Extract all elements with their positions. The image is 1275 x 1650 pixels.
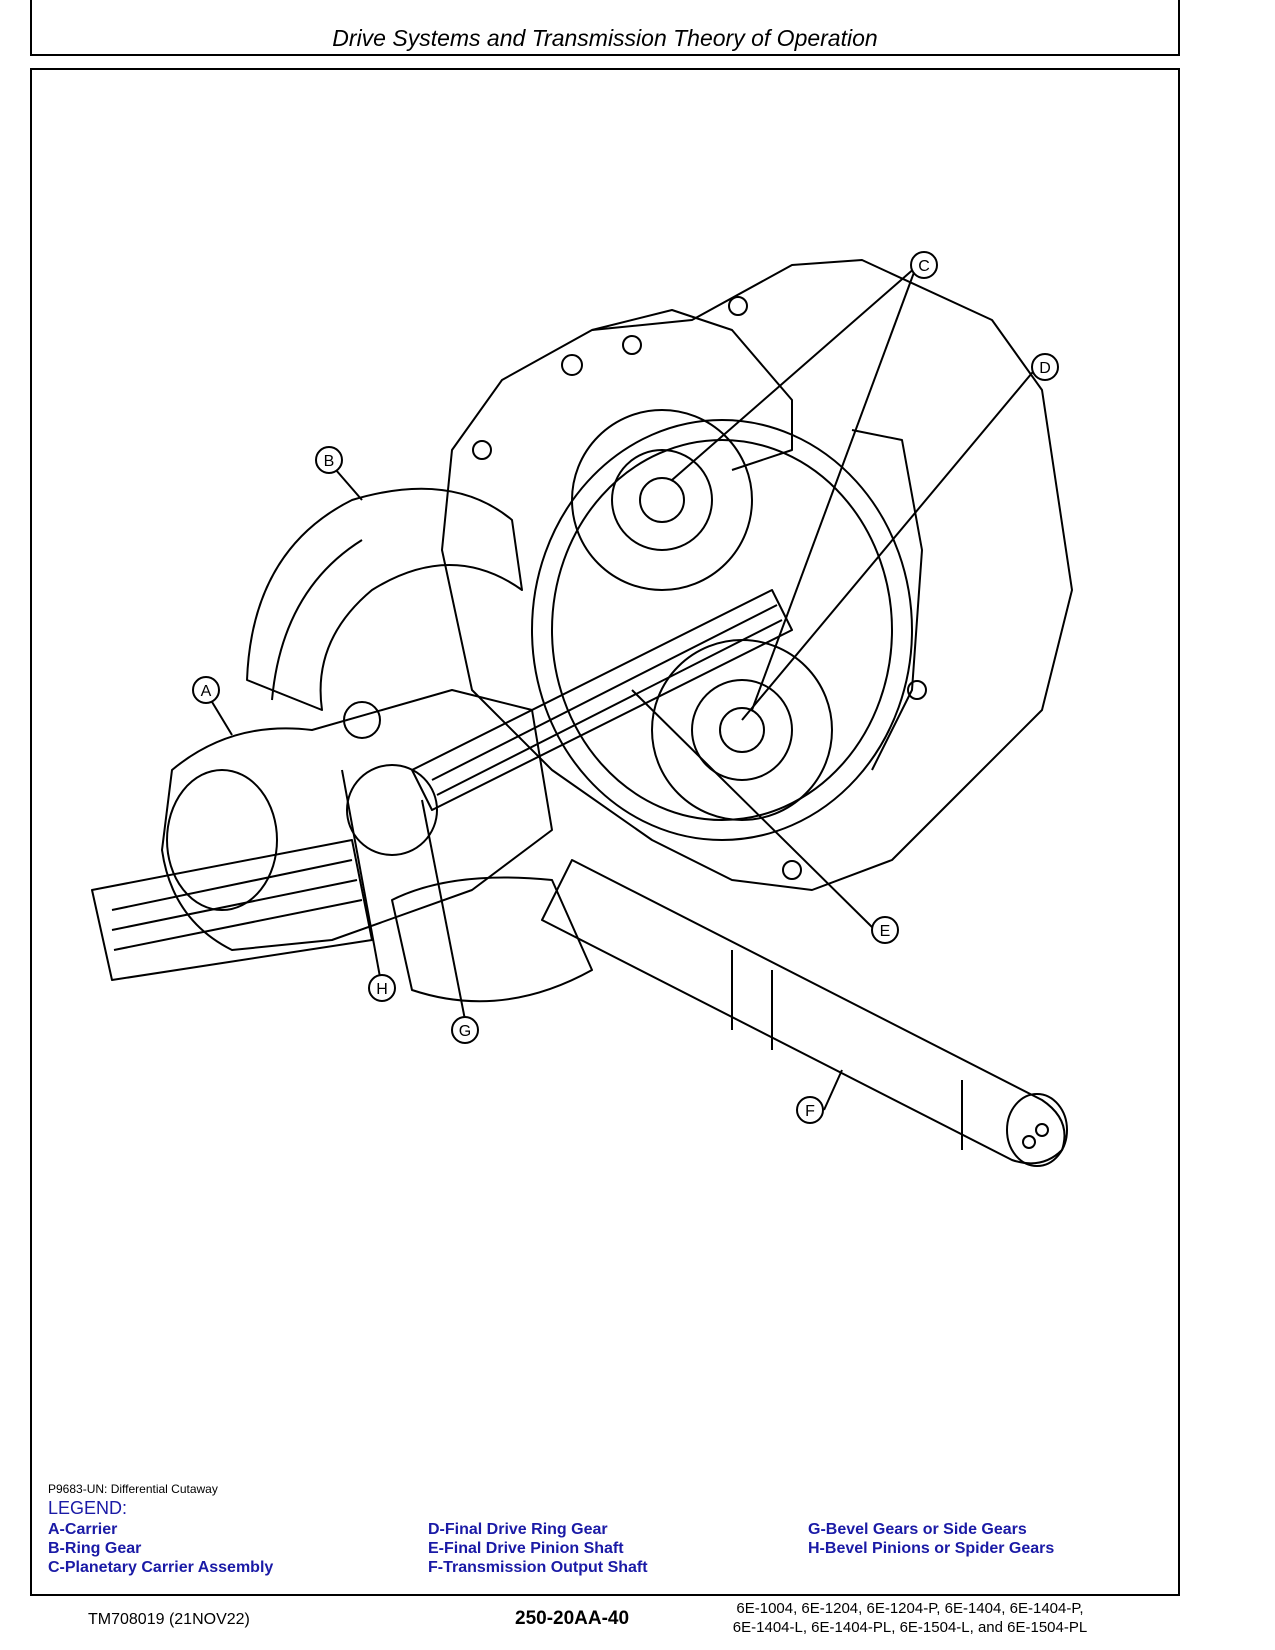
legend-item: B-Ring Gear	[48, 1540, 142, 1557]
splined-shaft	[411, 589, 793, 811]
planet-gear-upper	[571, 409, 753, 591]
svg-text:B: B	[324, 453, 335, 470]
transmission-housing	[441, 259, 1073, 891]
page-header: Drive Systems and Transmission Theory of…	[30, 0, 1180, 56]
callout-b: B	[315, 446, 343, 474]
svg-text:C: C	[918, 258, 930, 275]
legend-column-1: A-Carrier B-Ring Gear C-Planetary Carrie…	[48, 1520, 273, 1577]
carrier	[161, 689, 553, 951]
section-title: Drive Systems and Transmission Theory of…	[332, 25, 878, 51]
model-list-line-2: 6E-1404-L, 6E-1404-PL, 6E-1504-L, and 6E…	[732, 1619, 1088, 1636]
legend-item: F-Transmission Output Shaft	[428, 1559, 648, 1576]
figure-frame: C D B A E H G F P9683-UN: Differential C…	[30, 68, 1180, 1596]
differential-cutaway-illustration: C D B A E H G F	[91, 251, 1073, 1167]
figure-id-caption: P9683-UN: Differential Cutaway	[48, 1482, 218, 1496]
planet-gear-lower	[651, 639, 833, 821]
legend-item: A-Carrier	[48, 1521, 118, 1538]
model-list: 6E-1004, 6E-1204, 6E-1204-P, 6E-1404, 6E…	[700, 1599, 1120, 1637]
legend-item: G-Bevel Gears or Side Gears	[808, 1521, 1027, 1538]
svg-text:D: D	[1039, 360, 1051, 377]
input-shaft	[91, 839, 373, 981]
planetary-ring	[531, 419, 913, 841]
svg-text:E: E	[880, 923, 891, 940]
legend-item: C-Planetary Carrier Assembly	[48, 1559, 274, 1576]
svg-text:A: A	[201, 683, 212, 700]
svg-text:F: F	[805, 1103, 815, 1120]
svg-text:G: G	[459, 1023, 471, 1040]
spider-gear	[346, 764, 438, 856]
bevel-gear	[391, 876, 593, 1003]
callout-c: C	[910, 251, 938, 279]
callout-e: E	[871, 916, 899, 944]
callout-f: F	[796, 1096, 824, 1124]
document-id: TM708019 (21NOV22)	[88, 1611, 250, 1628]
legend-item: D-Final Drive Ring Gear	[428, 1521, 608, 1538]
callout-h: H	[368, 974, 396, 1002]
legend-item: H-Bevel Pinions or Spider Gears	[808, 1540, 1055, 1557]
ring-gear	[246, 487, 523, 711]
callout-a: A	[192, 676, 220, 704]
legend-title: LEGEND:	[48, 1498, 128, 1518]
callout-g: G	[451, 1016, 479, 1044]
callout-d: D	[1031, 353, 1059, 381]
legend-column-2: D-Final Drive Ring Gear E-Final Drive Pi…	[428, 1520, 648, 1577]
page-number: 250-20AA-40	[515, 1608, 630, 1629]
legend-item: E-Final Drive Pinion Shaft	[428, 1540, 624, 1557]
svg-text:H: H	[376, 981, 388, 998]
model-list-line-1: 6E-1004, 6E-1204, 6E-1204-P, 6E-1404, 6E…	[736, 1600, 1084, 1617]
legend-column-3: G-Bevel Gears or Side Gears H-Bevel Pini…	[808, 1520, 1054, 1558]
